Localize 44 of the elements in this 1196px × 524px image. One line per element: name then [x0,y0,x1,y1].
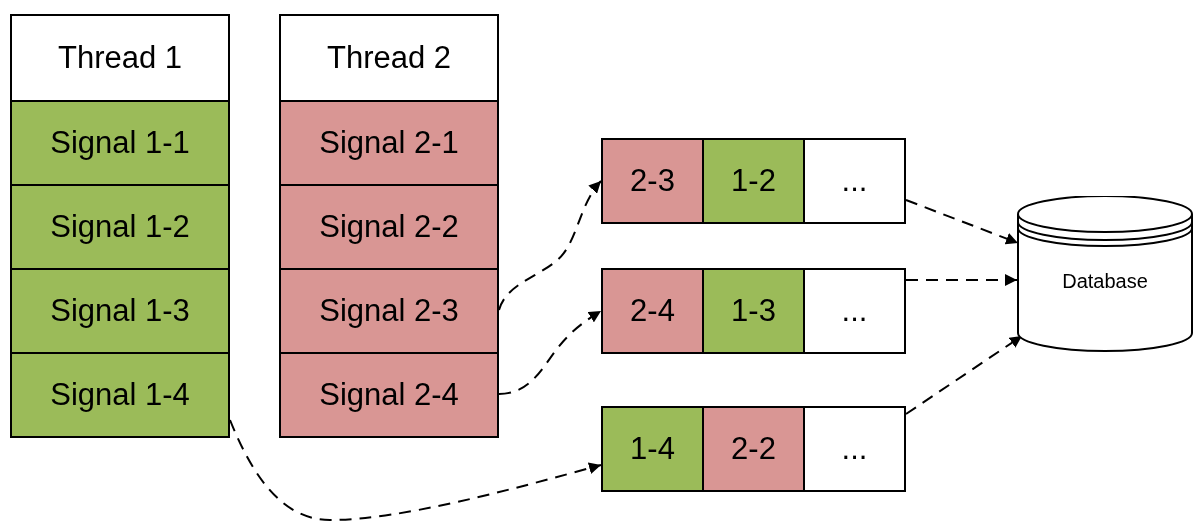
node-label: Signal 1-1 [50,125,190,161]
arrow [905,274,1018,286]
node-label: Signal 2-2 [319,209,459,245]
arrow [905,199,1019,245]
signal-box [10,268,230,354]
arrow [498,310,602,395]
node-label: Database [1062,269,1148,293]
signal-box [10,184,230,270]
signal-box [10,100,230,186]
node-label: ... [841,163,868,199]
node-label: Signal 2-4 [319,377,459,413]
signal-box [279,268,499,354]
queue-cell [601,268,704,354]
node-label: Thread 1 [57,40,183,76]
node-label: 1-2 [731,163,776,199]
queue-cell [803,268,906,354]
arrow [905,335,1023,415]
node-label: 2-2 [731,431,776,467]
queue-cell [702,406,805,492]
node-label: Signal 2-1 [319,125,459,161]
node-label: 1-3 [731,293,776,329]
queue-cell [702,268,805,354]
arrow [229,419,602,521]
node-label: Thread 2 [326,40,452,76]
node-label: Signal 2-3 [319,293,459,329]
queue-cell [803,406,906,492]
node-label: Signal 1-4 [50,377,190,413]
signal-box [279,352,499,438]
node-label: Signal 1-2 [50,209,190,245]
header-box [10,14,230,102]
queue-cell [601,138,704,224]
header-box [279,14,499,102]
node-label: 2-3 [630,163,675,199]
signal-box [279,184,499,270]
queue-cell [803,138,906,224]
node-label: 2-4 [630,293,675,329]
queue-cell [702,138,805,224]
node-label: ... [841,431,868,467]
signal-box [279,100,499,186]
queue-cell [601,406,704,492]
signal-box [10,352,230,438]
node-label: ... [841,293,868,329]
node-label: 1-4 [630,431,675,467]
node-label: Signal 1-3 [50,293,190,329]
